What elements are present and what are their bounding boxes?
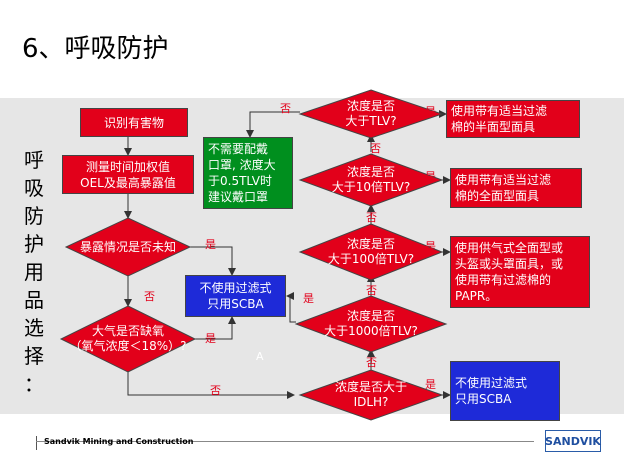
label-no: 否 [370,142,381,155]
footer-company: Sandvik Mining and Construction [44,437,194,446]
decision-idlh [298,369,444,421]
decision-100tlv-label: 浓度是否 大于100倍TLV? [327,237,415,266]
label-yes: 是 [205,332,216,345]
side-char: 护 [24,232,44,256]
label-yes: 是 [425,105,436,118]
label-no: 否 [280,102,291,115]
side-char: 呼 [24,148,44,172]
label-yes: 是 [205,238,216,251]
decision-1000tlv [294,295,448,353]
label-no: 否 [144,290,155,303]
connector [286,292,296,323]
box-papr: 使用供气式全面型或 头盔或头罩面具，或 使用带有过滤棉的 PAPR。 [450,236,590,308]
box-no-mask-needed: 不需要配戴 口罩, 浓度大 于0.5TLV时 建议戴口罩 [203,137,293,209]
box-scba-right: 不使用过滤式 只用SCBA [450,361,560,421]
connector [127,372,295,399]
box-scba-left: 不使用过滤式 只用SCBA [185,275,286,317]
page-title: 6、呼吸防护 [22,34,169,64]
side-char: 择 [24,344,44,368]
decision-tlv-label: 浓度是否 大于TLV? [345,99,397,128]
decision-oxygen [59,305,197,373]
decision-100tlv [298,223,444,281]
side-char: ： [24,372,44,396]
label-yes: 是 [425,378,436,391]
box-half-face-mask: 使用带有适当过滤 棉的半面型面具 [446,100,580,138]
footer-divider [36,441,534,442]
decision-exposure-unknown-label: 暴露情况是否未知 [79,240,176,254]
side-label: 呼 吸 防 护 用 品 选 择 ： [22,146,46,398]
decision-exposure-unknown [64,217,192,277]
decision-tlv [298,89,444,139]
decision-oxygen-label: 大气是否缺氧 （氧气浓度＜18%）? [69,324,187,353]
side-char: 防 [24,204,44,228]
box-full-face-mask: 使用带有适当过滤 棉的全面型面具 [450,168,582,208]
footer-tick [36,436,37,450]
label-no: 否 [366,211,377,224]
label-no: 否 [366,356,377,369]
decision-10tlv [298,153,444,207]
side-char: 用 [24,260,44,284]
label-yes: 是 [425,240,436,253]
box-measure-oel: 测量时间加权值 OEL及最高暴露值 [62,155,194,194]
label-no: 否 [210,384,221,397]
label-yes: 是 [425,170,436,183]
connector [246,111,300,138]
side-char: 吸 [24,176,44,200]
connector [190,246,236,276]
connector [195,316,236,340]
label-no: 否 [366,284,377,297]
side-char: 选 [24,316,44,340]
decision-idlh-label: 浓度是否大于 IDLH? [334,380,407,409]
side-char: 品 [24,288,44,312]
decision-10tlv-label: 浓度是否 大于10倍TLV? [331,165,411,194]
label-a: A [256,350,264,363]
box-identify-hazard: 识别有害物 [80,108,188,137]
label-yes: 是 [303,292,314,305]
decision-1000tlv-label: 浓度是否 大于1000倍TLV? [324,309,418,338]
sandvik-logo: SANDVIK [545,430,601,452]
